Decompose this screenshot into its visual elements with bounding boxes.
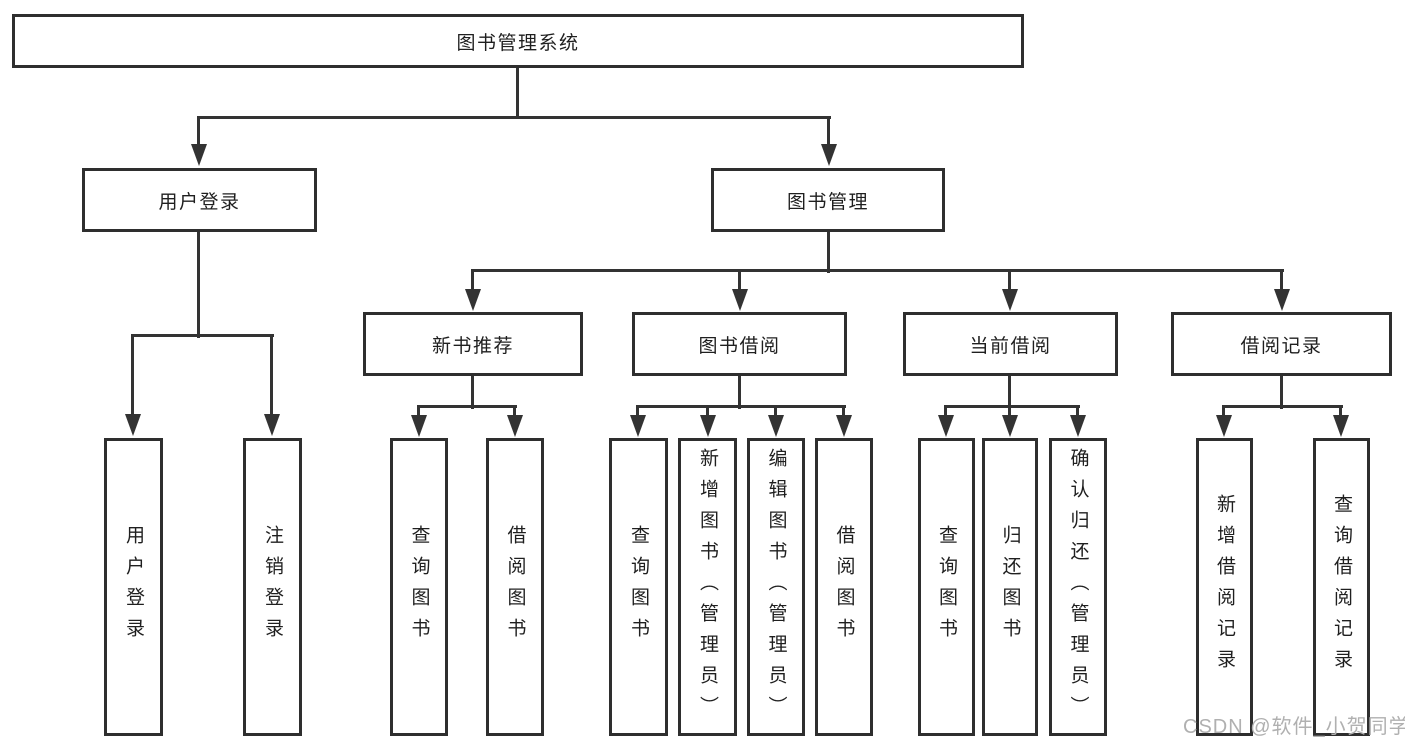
connector-line-vertical xyxy=(1339,407,1342,418)
connector-line-vertical xyxy=(516,68,519,118)
leaf-borrow-books: 借阅图书 xyxy=(815,438,873,736)
node-label: 编辑图书（管理员） xyxy=(765,447,787,727)
connector-line-vertical xyxy=(1280,271,1283,293)
connector-line-horizontal xyxy=(197,116,831,119)
leaf-borrow-books-recommend: 借阅图书 xyxy=(486,438,544,736)
leaf-query-books-current: 查询图书 xyxy=(918,438,975,736)
leaf-add-books-admin: 新增图书（管理员） xyxy=(678,438,737,736)
connector-line-vertical xyxy=(1008,407,1011,418)
node-label: 用户登录 xyxy=(123,525,144,649)
connector-line-horizontal xyxy=(417,405,517,408)
connector-line-vertical xyxy=(827,232,830,273)
arrowhead-down-icon xyxy=(1002,289,1018,311)
connector-line-vertical xyxy=(417,407,420,418)
leaf-logout: 注销登录 xyxy=(243,438,302,736)
connector-line-vertical xyxy=(706,407,709,418)
node-label: 新增借阅记录 xyxy=(1214,494,1235,680)
node-label: 查询借阅记录 xyxy=(1331,494,1352,680)
arrowhead-down-icon xyxy=(264,414,280,436)
arrowhead-down-icon xyxy=(700,415,716,437)
connector-line-vertical xyxy=(471,376,474,409)
arrowhead-down-icon xyxy=(507,415,523,437)
connector-line-vertical xyxy=(1076,407,1079,418)
connector-line-vertical xyxy=(197,232,200,338)
node-label: 借阅记录 xyxy=(1240,335,1323,357)
connector-line-horizontal xyxy=(131,334,274,337)
arrowhead-down-icon xyxy=(191,144,207,166)
node-label: 注销登录 xyxy=(262,525,283,649)
node-label: 用户登录 xyxy=(158,191,241,213)
node-label: 查询图书 xyxy=(408,525,430,649)
node-label: 图书管理系统 xyxy=(456,32,580,54)
node-label: 图书借阅 xyxy=(698,335,781,357)
node-label: 查询图书 xyxy=(628,525,649,649)
leaf-return-books: 归还图书 xyxy=(982,438,1038,736)
node-current-borrow: 当前借阅 xyxy=(903,312,1118,376)
connector-line-vertical xyxy=(197,118,200,148)
arrowhead-down-icon xyxy=(1274,289,1290,311)
arrowhead-down-icon xyxy=(938,415,954,437)
connector-line-horizontal xyxy=(636,405,846,408)
leaf-confirm-return-admin: 确认归还（管理员） xyxy=(1049,438,1107,736)
arrowhead-down-icon xyxy=(768,415,784,437)
connector-line-vertical xyxy=(738,271,741,293)
arrowhead-down-icon xyxy=(125,414,141,436)
connector-line-horizontal xyxy=(944,405,1080,408)
arrowhead-down-icon xyxy=(821,144,837,166)
arrowhead-down-icon xyxy=(630,415,646,437)
arrowhead-down-icon xyxy=(732,289,748,311)
node-label: 新书推荐 xyxy=(431,335,514,357)
node-label: 新增图书（管理员） xyxy=(697,447,718,727)
leaf-query-borrow-record: 查询借阅记录 xyxy=(1313,438,1370,736)
node-label: 图书管理 xyxy=(786,191,869,213)
connector-line-vertical xyxy=(131,336,134,418)
leaf-add-borrow-record: 新增借阅记录 xyxy=(1196,438,1253,736)
csdn-watermark: CSDN @软件_小贺同学 xyxy=(1183,716,1405,738)
arrowhead-down-icon xyxy=(1216,415,1232,437)
arrowhead-down-icon xyxy=(411,415,427,437)
connector-line-vertical xyxy=(842,407,845,418)
node-book-management-branch: 图书管理 xyxy=(711,168,945,232)
node-label: 确认归还（管理员） xyxy=(1067,447,1089,727)
arrowhead-down-icon xyxy=(465,289,481,311)
node-book-borrow: 图书借阅 xyxy=(632,312,847,376)
arrowhead-down-icon xyxy=(1002,415,1018,437)
node-borrow-record: 借阅记录 xyxy=(1171,312,1392,376)
connector-line-vertical xyxy=(636,407,639,418)
connector-line-vertical xyxy=(471,271,474,293)
node-new-book-recommend: 新书推荐 xyxy=(363,312,583,376)
leaf-edit-books-admin: 编辑图书（管理员） xyxy=(747,438,805,736)
node-root-library-system: 图书管理系统 xyxy=(12,14,1024,68)
node-label: 查询图书 xyxy=(936,525,957,649)
leaf-query-books-borrow: 查询图书 xyxy=(609,438,668,736)
connector-line-vertical xyxy=(513,407,516,418)
connector-line-vertical xyxy=(827,118,830,148)
node-label: 当前借阅 xyxy=(969,335,1052,357)
leaf-user-login: 用户登录 xyxy=(104,438,163,736)
connector-line-vertical xyxy=(1008,271,1011,293)
arrowhead-down-icon xyxy=(1070,415,1086,437)
connector-line-vertical xyxy=(738,376,741,409)
connector-line-vertical xyxy=(944,407,947,418)
node-label: 借阅图书 xyxy=(833,525,855,649)
connector-line-horizontal xyxy=(1222,405,1343,408)
connector-line-horizontal xyxy=(471,269,1284,272)
node-label: 归还图书 xyxy=(999,525,1021,649)
arrowhead-down-icon xyxy=(1333,415,1349,437)
connector-line-vertical xyxy=(1280,376,1283,409)
connector-line-vertical xyxy=(1008,376,1011,409)
connector-line-vertical xyxy=(774,407,777,418)
connector-line-vertical xyxy=(1222,407,1225,418)
arrowhead-down-icon xyxy=(836,415,852,437)
leaf-query-books-recommend: 查询图书 xyxy=(390,438,448,736)
node-user-login-branch: 用户登录 xyxy=(82,168,317,232)
node-label: 借阅图书 xyxy=(504,525,526,649)
connector-line-vertical xyxy=(270,336,273,418)
